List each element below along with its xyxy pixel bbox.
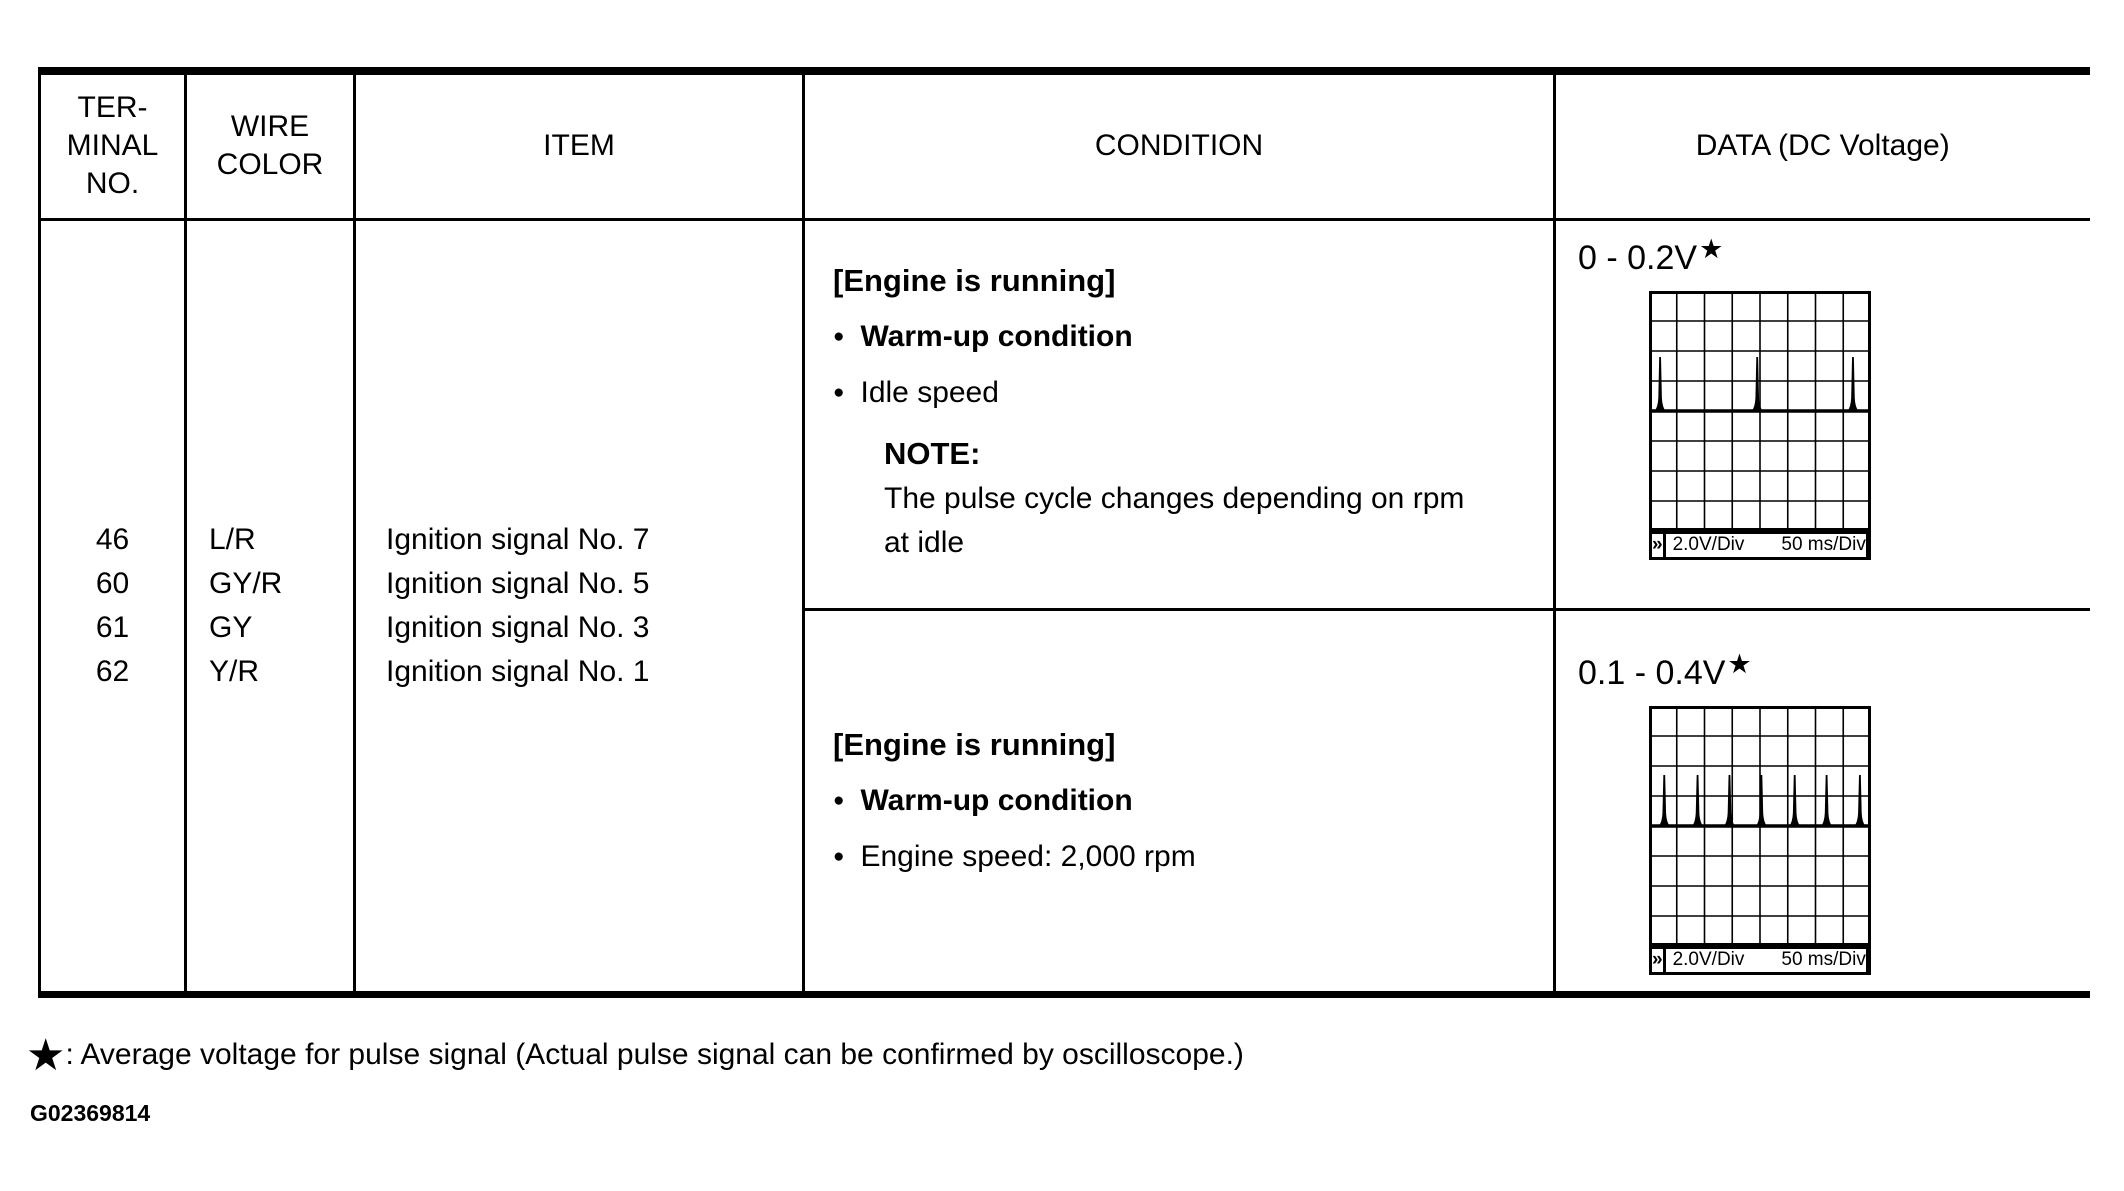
column-header-condition: CONDITION	[803, 67, 1556, 221]
item-label: Ignition signal No. 7	[386, 522, 650, 556]
condition-bullet-row: ● Warm-up condition	[833, 783, 1553, 819]
scope-marker-icon: »	[1652, 533, 1666, 557]
time-per-div-label: 50 ms/Div	[1781, 949, 1866, 970]
time-per-div-label: 50 ms/Div	[1781, 534, 1866, 555]
figure-id: G02369814	[30, 1100, 151, 1126]
footnote: ★: Average voltage for pulse signal (Act…	[26, 1034, 1244, 1078]
bullet-icon: ●	[833, 382, 845, 403]
condition-note: NOTE: The pulse cycle changes depending …	[884, 431, 1553, 565]
wire-color: GY	[209, 610, 253, 644]
item-label: Ignition signal No. 1	[386, 654, 650, 688]
volts-per-div-label: 2.0V/Div	[1672, 949, 1745, 970]
voltage-value: 0 - 0.2V★	[1578, 234, 2090, 280]
note-text: The pulse cycle changes depending on rpm…	[884, 482, 1465, 559]
condition-bullet-row: ● Warm-up condition	[833, 319, 1553, 355]
terminal-number: 62	[95, 654, 130, 688]
oscilloscope-waveform	[1649, 290, 1871, 531]
terminal-data-table: TER- MINAL NO. WIRE COLOR ITEM CONDITION…	[38, 67, 2090, 998]
scope-end-box	[1865, 533, 1869, 557]
bullet-icon: ●	[833, 326, 845, 347]
terminal-number: 60	[95, 566, 130, 600]
condition-bullet-text: Warm-up condition	[860, 320, 1133, 353]
oscilloscope-idle: » 2.0V/Div 50 ms/Div	[1649, 290, 1877, 560]
footnote-text: : Average voltage for pulse signal (Actu…	[65, 1038, 1244, 1071]
note-label: NOTE:	[884, 436, 981, 471]
terminal-numbers-cell: 46 60 61 62	[38, 219, 187, 998]
condition-bullet-text: Idle speed	[860, 376, 999, 409]
terminal-number: 46	[95, 522, 130, 556]
item-label: Ignition signal No. 5	[386, 566, 650, 600]
wire-colors-cell: L/R GY/R GY Y/R	[185, 219, 356, 998]
star-icon: ★	[26, 1031, 66, 1080]
data-cell-2000rpm: 0.1 - 0.4V★ » 2.0V/Div 50 ms/Div	[1554, 609, 2090, 998]
items-cell: Ignition signal No. 7 Ignition signal No…	[354, 219, 805, 998]
column-header-wire-color: WIRE COLOR	[185, 67, 356, 221]
condition-title: [Engine is running]	[833, 726, 1116, 762]
oscilloscope-2000rpm: » 2.0V/Div 50 ms/Div	[1649, 705, 1877, 975]
oscilloscope-waveform	[1649, 705, 1871, 946]
wire-color: L/R	[209, 522, 256, 556]
wire-color: Y/R	[209, 654, 260, 688]
scope-marker-icon: »	[1652, 948, 1666, 972]
condition-bullet-text: Warm-up condition	[860, 783, 1133, 817]
condition-cell-2000rpm: [Engine is running] ● Warm-up condition …	[803, 609, 1556, 998]
column-header-data: DATA (DC Voltage)	[1554, 67, 2090, 221]
data-cell-idle: 0 - 0.2V★ » 2.0V/Div 50 ms/Div	[1554, 219, 2090, 611]
volts-per-div-label: 2.0V/Div	[1672, 534, 1745, 555]
condition-title: [Engine is running]	[833, 263, 1116, 298]
condition-bullet-row: ● Idle speed	[833, 375, 1553, 411]
voltage-value: 0.1 - 0.4V★	[1578, 649, 2090, 695]
terminal-number: 61	[95, 610, 130, 644]
star-icon: ★	[1699, 233, 1724, 264]
condition-bullet-text: Engine speed: 2,000 rpm	[860, 839, 1196, 873]
bullet-icon: ●	[833, 789, 845, 811]
condition-bullet-row: ● Engine speed: 2,000 rpm	[833, 839, 1553, 875]
condition-cell-idle: [Engine is running] ● Warm-up condition …	[803, 219, 1556, 611]
star-icon: ★	[1727, 648, 1752, 679]
column-header-item: ITEM	[354, 67, 805, 221]
oscilloscope-settings-bar: » 2.0V/Div 50 ms/Div	[1649, 530, 1871, 560]
oscilloscope-settings-bar: » 2.0V/Div 50 ms/Div	[1649, 945, 1871, 975]
scope-end-box	[1865, 948, 1869, 972]
column-header-terminal-no: TER- MINAL NO.	[38, 67, 187, 221]
wire-color: GY/R	[209, 566, 283, 600]
bullet-icon: ●	[833, 845, 845, 867]
item-label: Ignition signal No. 3	[386, 610, 650, 644]
